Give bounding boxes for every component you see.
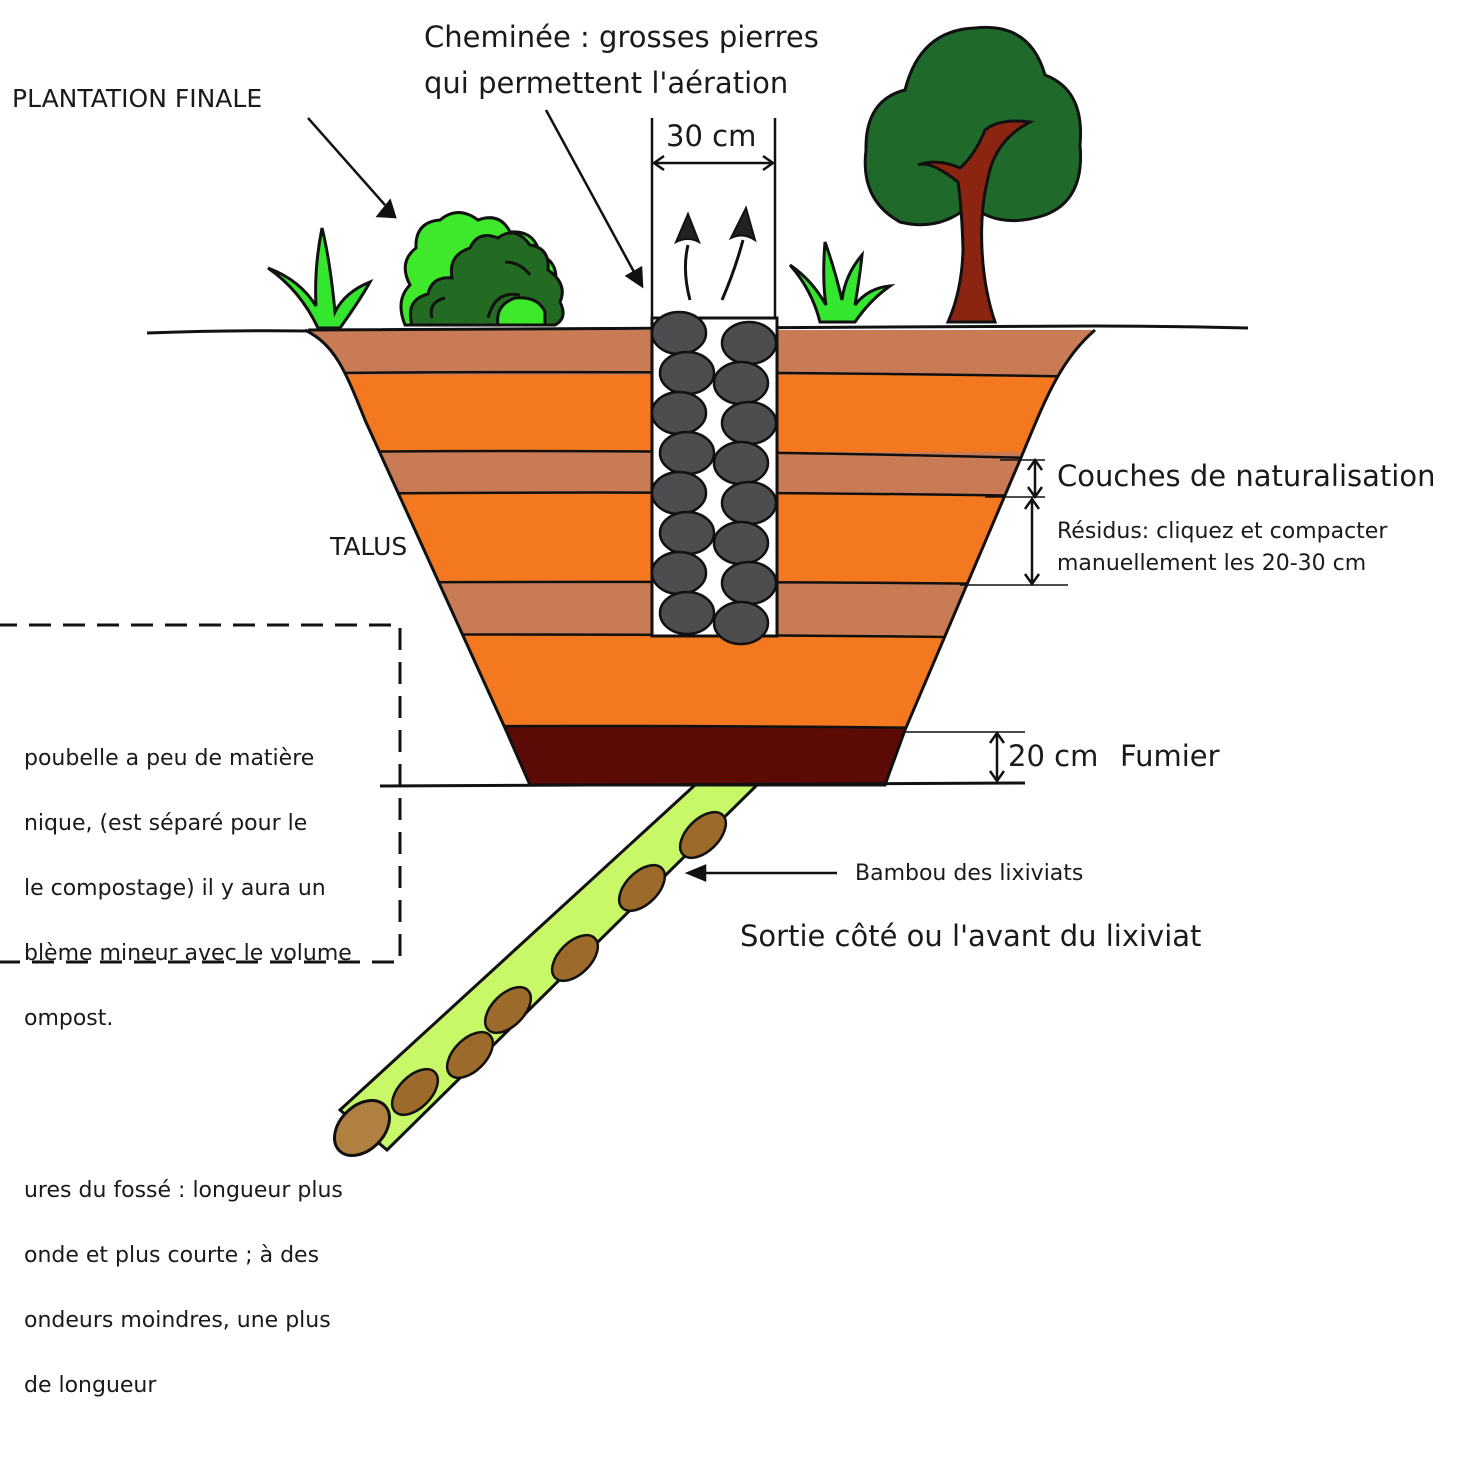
stone	[652, 472, 706, 514]
stone	[652, 312, 706, 354]
ground-line-left	[147, 331, 308, 333]
width-30cm-label: 30 cm	[666, 119, 756, 153]
note-line: poubelle a peu de matière	[24, 746, 314, 771]
grass-right	[790, 242, 890, 322]
plantation-label: PLANTATION FINALE	[12, 84, 262, 113]
air-flow-arrow	[685, 245, 690, 300]
ground-line-bottom	[380, 783, 1025, 786]
stone	[722, 322, 776, 364]
sortie-label: Sortie côté ou l'avant du lixiviat	[740, 919, 1201, 953]
note-line: de longueur	[24, 1373, 156, 1398]
stone	[722, 562, 776, 604]
note-line: le compostage) il y aura un	[24, 876, 326, 901]
residus-label-line1: Résidus: cliquez et compacter	[1057, 519, 1388, 544]
stone	[714, 602, 768, 644]
fumier-size-label: 20 cm	[1008, 739, 1098, 773]
note-text: poubelle a peu de matière nique, (est sé…	[0, 645, 392, 1468]
note-paragraph-1: poubelle a peu de matière nique, (est sé…	[0, 710, 392, 1068]
bamboo-knots	[384, 804, 734, 1123]
chimney	[652, 208, 777, 644]
chimney-label-line2: qui permettent l'aération	[424, 66, 788, 100]
air-flow-arrow	[722, 240, 743, 300]
residus-label-line2: manuellement les 20-30 cm	[1057, 551, 1366, 576]
stone	[652, 392, 706, 434]
tree	[865, 27, 1080, 322]
layer-fumier	[280, 727, 1130, 787]
stone	[660, 512, 714, 554]
note-line: blème mineur avec le volume	[24, 941, 352, 966]
stone	[722, 402, 776, 444]
note-line: ompost.	[24, 1006, 113, 1031]
note-line: ures du fossé : longueur plus	[24, 1178, 343, 1203]
stone	[714, 442, 768, 484]
note-line: onde et plus courte ; à des	[24, 1243, 319, 1268]
stone	[660, 352, 714, 394]
fumier-label: Fumier	[1120, 739, 1220, 773]
stone	[660, 592, 714, 634]
layer-residus-3	[280, 635, 1130, 727]
plantation-arrow	[308, 118, 385, 205]
note-line: nique, (est séparé pour le	[24, 811, 307, 836]
stone	[660, 432, 714, 474]
note-paragraph-2: ures du fossé : longueur plus onde et pl…	[0, 1143, 392, 1436]
stone	[714, 362, 768, 404]
chimney-arrow	[546, 110, 634, 272]
note-line: ondeurs moindres, une plus	[24, 1308, 331, 1333]
bush	[401, 213, 563, 326]
naturalisation-label: Couches de naturalisation	[1057, 459, 1435, 493]
stone	[714, 522, 768, 564]
stone	[722, 482, 776, 524]
chimney-label-line1: Cheminée : grosses pierres	[424, 20, 819, 54]
talus-label: TALUS	[329, 532, 407, 561]
bambou-label: Bambou des lixiviats	[855, 861, 1083, 886]
grass-left	[268, 228, 370, 328]
stone	[652, 552, 706, 594]
